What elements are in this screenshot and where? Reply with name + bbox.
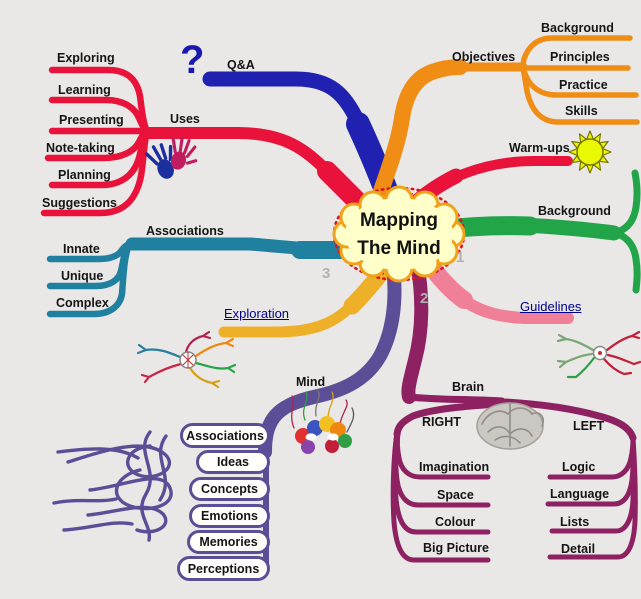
brain-right-imagination: Imagination bbox=[419, 460, 490, 474]
objectives-item-principles: Principles bbox=[550, 50, 610, 64]
branch-label-mind: Mind bbox=[296, 375, 326, 389]
mask-icon bbox=[291, 389, 355, 454]
central-cloud bbox=[332, 185, 466, 283]
question-mark-icon: ? bbox=[180, 38, 205, 82]
uses-item-suggestions: Suggestions bbox=[42, 196, 118, 210]
guidelines-link[interactable]: Guidelines bbox=[520, 299, 582, 314]
uses-item-exploring: Exploring bbox=[57, 51, 115, 65]
mind-bubble-associations: Associations bbox=[180, 423, 270, 448]
branch-label-warmups: Warm-ups bbox=[509, 141, 570, 155]
mind-bubble-memories: Memories bbox=[187, 530, 270, 554]
objectives-item-practice: Practice bbox=[559, 78, 608, 92]
qa-branch bbox=[202, 71, 403, 216]
mind-bubble-ideas: Ideas bbox=[196, 450, 270, 474]
branch-label-associations: Associations bbox=[146, 224, 224, 238]
branch-label-objectives: Objectives bbox=[452, 50, 516, 64]
brain-right-colour: Colour bbox=[435, 515, 476, 529]
sun-icon bbox=[568, 130, 612, 174]
scribble-icon bbox=[52, 430, 173, 542]
uses-item-note-taking: Note-taking bbox=[46, 141, 115, 155]
brain-right-space: Space bbox=[437, 488, 474, 502]
brain-right-label: RIGHT bbox=[422, 415, 461, 429]
brain-left-label: LEFT bbox=[573, 419, 605, 433]
mind-bubble-concepts: Concepts bbox=[189, 477, 270, 501]
associations-item-unique: Unique bbox=[61, 269, 104, 283]
mini-mindmap-icon bbox=[556, 330, 641, 379]
associations-item-innate: Innate bbox=[63, 242, 100, 256]
center-topic: Mapping The Mind bbox=[339, 207, 459, 262]
objectives-item-skills: Skills bbox=[565, 104, 598, 118]
brain-branch bbox=[390, 256, 638, 563]
order-marker-1: 1 bbox=[456, 249, 465, 266]
mind-bubble-emotions: Emotions bbox=[189, 504, 270, 528]
brain-left-language: Language bbox=[550, 487, 610, 501]
handprint-icon bbox=[171, 136, 198, 170]
order-marker-3: 3 bbox=[322, 265, 331, 282]
center-topic-line2: The Mind bbox=[357, 237, 441, 259]
mini-mindmap-icon bbox=[136, 330, 237, 389]
branch-label-background: Background bbox=[538, 204, 611, 218]
exploration-branch bbox=[218, 255, 397, 338]
objectives-branch bbox=[370, 35, 640, 208]
brain-left-logic: Logic bbox=[562, 460, 596, 474]
mind-bubble-perceptions: Perceptions bbox=[177, 556, 270, 581]
objectives-item-background: Background bbox=[541, 21, 614, 35]
order-marker-2: 2 bbox=[420, 290, 429, 307]
brain-left-lists: Lists bbox=[560, 515, 590, 529]
exploration-link[interactable]: Exploration bbox=[224, 306, 290, 321]
uses-item-presenting: Presenting bbox=[59, 113, 124, 127]
uses-item-learning: Learning bbox=[58, 83, 111, 97]
center-topic-line1: Mapping bbox=[359, 210, 439, 231]
brain-left-detail: Detail bbox=[561, 542, 596, 556]
brain-right-big-picture: Big Picture bbox=[423, 541, 489, 555]
branch-label-brain: Brain bbox=[452, 380, 484, 394]
brain-icon bbox=[476, 402, 545, 450]
uses-item-planning: Planning bbox=[58, 168, 111, 182]
background-branch bbox=[428, 169, 641, 294]
branch-label-uses: Uses bbox=[170, 112, 200, 126]
branch-label-qa: Q&A bbox=[227, 58, 255, 72]
associations-item-complex: Complex bbox=[56, 296, 109, 310]
